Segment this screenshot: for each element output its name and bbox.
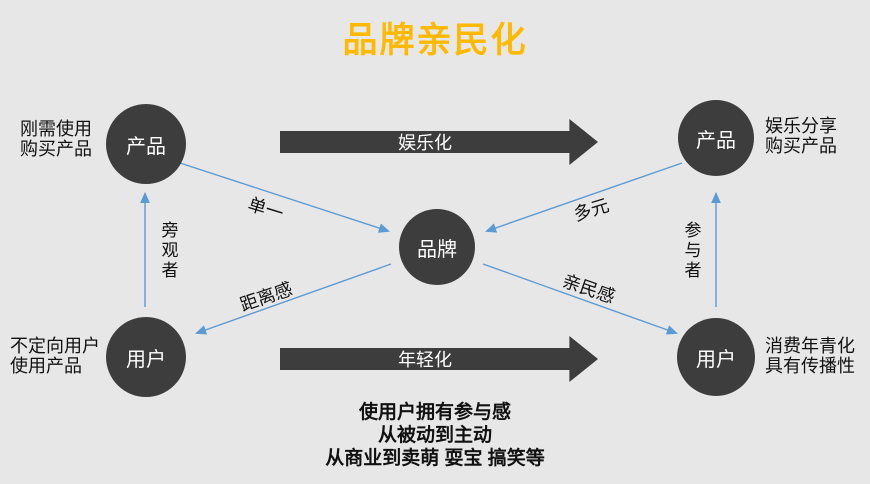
footer-line3: 从商业到卖萌 耍宝 搞笑等: [325, 448, 545, 469]
annotation-top-right-line2: 购买产品: [765, 136, 837, 156]
annotation-bottom-left: 不定向用户 使用产品: [10, 336, 100, 376]
node-user-left: 用户: [106, 317, 186, 397]
node-product-left-label: 产品: [126, 135, 166, 158]
edge-brand-to-user-left: [195, 263, 392, 335]
node-brand-center-label: 品牌: [417, 238, 457, 261]
edge-product-right-to-brand: [485, 162, 683, 233]
entertainment-flow-label: 娱乐化: [398, 133, 452, 153]
node-product-right: 产品: [678, 100, 754, 176]
node-user-right: 用户: [677, 318, 755, 396]
node-product-right-label: 产品: [696, 129, 736, 152]
footer-line1: 使用户拥有参与感: [358, 402, 511, 423]
edge-brand-to-user-right: [482, 263, 678, 335]
footer-line2: 从被动到主动: [377, 425, 492, 446]
annotation-top-left-line1: 刚需使用: [20, 119, 92, 139]
footer-summary: 使用户拥有参与感 从被动到主动 从商业到卖萌 耍宝 搞笑等: [0, 401, 870, 470]
youth-flow-label: 年轻化: [398, 350, 452, 370]
annotation-top-right: 娱乐分享 购买产品: [765, 116, 837, 156]
node-product-left: 产品: [106, 104, 186, 184]
annotation-bottom-left-line1: 不定向用户: [10, 336, 100, 356]
annotation-bottom-right-line1: 消费年青化: [765, 336, 855, 356]
edge-label-bystander: 旁观者: [158, 221, 178, 281]
node-brand-center: 品牌: [399, 209, 475, 285]
annotation-top-left-line2: 购买产品: [20, 139, 92, 159]
edge-product-left-to-brand: [179, 162, 390, 233]
annotation-bottom-left-line2: 使用产品: [10, 356, 82, 376]
annotation-top-right-line1: 娱乐分享: [765, 116, 837, 136]
annotation-bottom-right-line2: 具有传播性: [765, 356, 855, 376]
annotation-top-left: 刚需使用 购买产品: [20, 119, 92, 159]
edge-label-participant: 参与者: [681, 221, 701, 281]
annotation-bottom-right: 消费年青化 具有传播性: [765, 336, 855, 376]
page-title: 品牌亲民化: [342, 21, 528, 60]
node-user-left-label: 用户: [126, 348, 166, 371]
node-user-right-label: 用户: [696, 348, 736, 371]
